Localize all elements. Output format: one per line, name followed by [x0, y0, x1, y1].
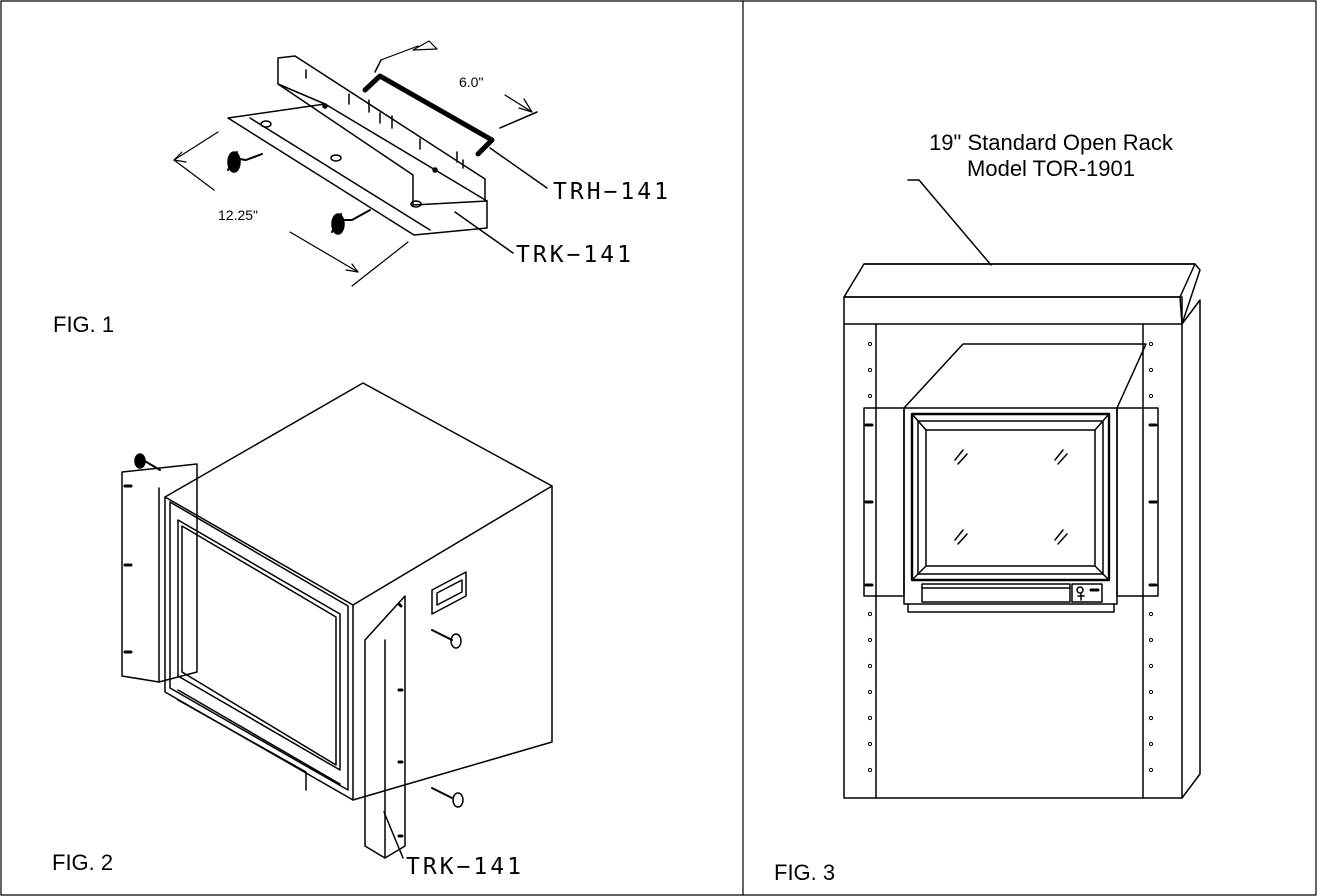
fig1-bracket-drawing [173, 40, 548, 287]
fig3-caption: FIG. 3 [774, 860, 836, 885]
fig2-monitor-drawing [121, 382, 553, 859]
fig1-caption: FIG. 1 [53, 312, 115, 337]
fig3-rack-model: Model TOR-1901 [967, 156, 1135, 181]
fig3-rack-callout: 19" Standard Open Rack Model TOR-1901 [886, 130, 1216, 182]
fig2-caption: FIG. 2 [52, 850, 114, 875]
fig1-kit-part-label: TRK−141 [516, 242, 634, 268]
fig3-rack-drawing [843, 179, 1201, 799]
fig1-width-dimension: 6.0" [459, 74, 484, 90]
fig1-length-dimension: 12.25" [218, 207, 259, 223]
fig2-kit-part-label: TRK−141 [406, 854, 524, 880]
fig1-handle-part-label: TRH−141 [553, 179, 671, 205]
fig3-rack-title: 19" Standard Open Rack [929, 130, 1173, 155]
